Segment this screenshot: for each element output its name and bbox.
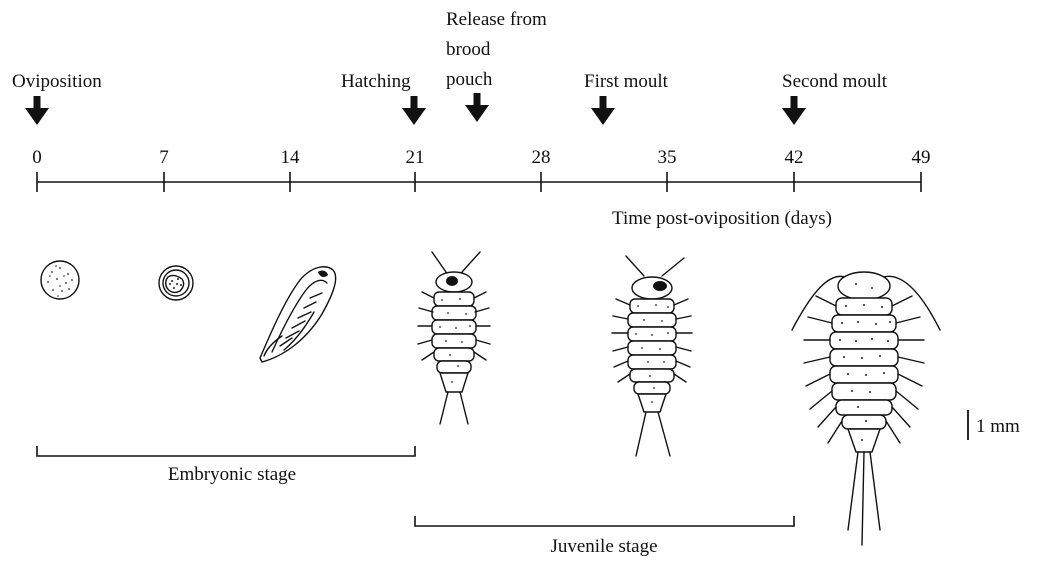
event-label-hatching: Hatching xyxy=(341,71,411,92)
scale-bar-label: 1 mm xyxy=(976,416,1020,437)
event-label-first-moult: First moult xyxy=(584,71,669,92)
embryonic-stage-bracket xyxy=(37,446,415,456)
tick-label-49: 49 xyxy=(912,147,931,168)
developing-egg-illustration xyxy=(159,266,193,300)
event-label-release-line-1: Release from xyxy=(446,9,547,30)
tick-label-42: 42 xyxy=(785,147,804,168)
time-axis xyxy=(37,172,921,192)
arrow-down-icon xyxy=(591,96,615,125)
late-embryo-illustration xyxy=(260,267,336,362)
egg-illustration xyxy=(41,261,79,299)
tick-label-21: 21 xyxy=(406,147,425,168)
hatchling-isopod-illustration xyxy=(418,252,490,424)
juvenile-isopod-illustration xyxy=(612,256,692,456)
arrow-down-icon xyxy=(402,96,426,125)
juvenile-stage-bracket xyxy=(415,516,794,526)
embryonic-stage-label: Embryonic stage xyxy=(168,464,296,485)
juvenile-stage-label: Juvenile stage xyxy=(550,536,657,557)
axis-label: Time post-oviposition (days) xyxy=(612,208,832,229)
juvenile-second-moult-illustration xyxy=(792,272,940,545)
event-label-second-moult: Second moult xyxy=(782,71,888,92)
tick-label-0: 0 xyxy=(32,147,42,168)
event-label-release-line-2: brood xyxy=(446,39,491,60)
tick-label-35: 35 xyxy=(658,147,677,168)
tick-label-28: 28 xyxy=(532,147,551,168)
tick-label-7: 7 xyxy=(159,147,169,168)
event-label-release-line-3: pouch xyxy=(446,69,493,90)
arrow-down-icon xyxy=(782,96,806,125)
tick-label-14: 14 xyxy=(281,147,301,168)
event-label-oviposition: Oviposition xyxy=(12,71,102,92)
arrow-down-icon xyxy=(25,96,49,125)
arrow-down-icon xyxy=(465,93,489,122)
